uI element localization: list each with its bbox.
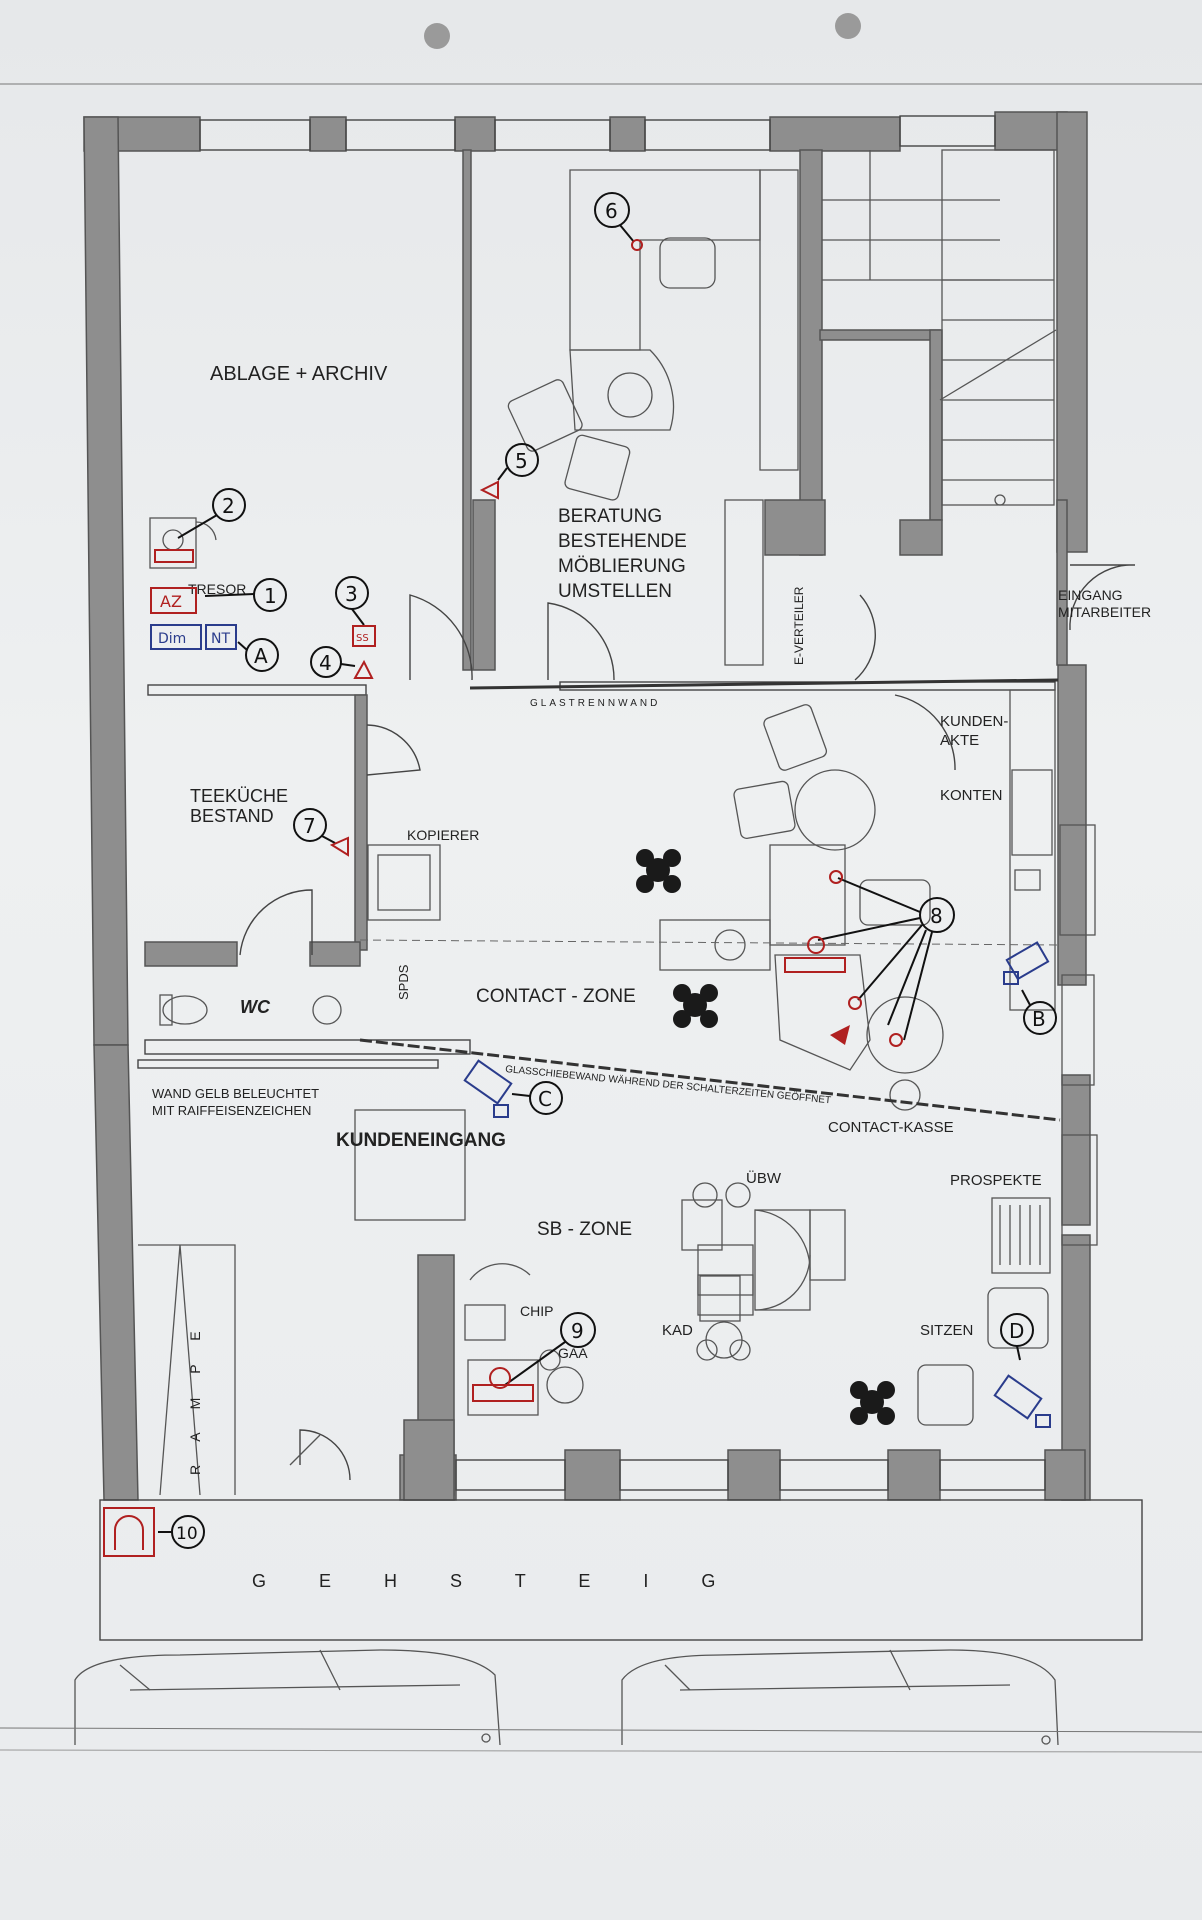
room-label-teekueche-1: TEEKÜCHE (190, 786, 288, 806)
marker-7: 7 (303, 814, 316, 838)
triangle-sensor-5-icon (479, 480, 499, 500)
marker-8: 8 (930, 904, 943, 928)
dim-badge (150, 624, 202, 650)
sensor-8e-icon (889, 1033, 903, 1047)
triangle-sensor-7-icon (329, 836, 349, 857)
label-gaa: GAA (558, 1345, 588, 1361)
marker-5: 5 (515, 449, 528, 473)
sidewalk-outline (99, 1499, 1143, 1641)
label-spds: SPDS (396, 964, 411, 1000)
plant-3 (850, 1381, 895, 1425)
label-sitzen: SITZEN (920, 1322, 973, 1339)
room-label-teekueche-2: BESTAND (190, 806, 274, 826)
sensor-9-icon (489, 1367, 511, 1389)
marker-d: D (1009, 1319, 1024, 1343)
label-chip: CHIP (520, 1303, 553, 1319)
room-labels: ABLAGE + ARCHIV BERATUNG BESTEHENDE MÖBL… (187, 363, 739, 1591)
room-label-contact-zone: CONTACT - ZONE (476, 986, 636, 1007)
label-eingang-1: EINGANG (1058, 587, 1123, 603)
car-right (621, 1649, 1059, 1746)
gaa-red-outline (472, 1384, 534, 1402)
triangle-sensor-4-icon (353, 659, 374, 679)
label-wand-gelb-1: WAND GELB BELEUCHTET (152, 1086, 319, 1101)
label-everteiler: E-VERTEILER (792, 586, 806, 665)
plants (636, 849, 895, 1425)
label-wand-gelb-2: MIT RAIFFEISENZEICHEN (152, 1103, 311, 1118)
sensor-8b-icon (807, 936, 825, 954)
marker-6: 6 (605, 199, 618, 223)
tresor-red-outline (154, 549, 194, 563)
marker-c: C (538, 1087, 552, 1111)
room-label-gehsteig: G E H S T E I G (252, 1571, 739, 1591)
camera-d-icon (993, 1374, 1051, 1428)
ss-text: SS (356, 633, 369, 644)
room-label-beratung-2: BESTEHENDE (558, 531, 687, 552)
label-uebw: ÜBW (746, 1169, 782, 1187)
dim-text: Dim (158, 631, 186, 647)
az-badge (150, 587, 197, 614)
marker-a: A (254, 644, 268, 668)
az-text: AZ (160, 592, 182, 611)
label-tresor: TRESOR (188, 581, 246, 597)
marker-2: 2 (222, 494, 235, 518)
car-left (74, 1649, 501, 1746)
room-label-beratung-1: BERATUNG (558, 506, 662, 527)
label-kundenakte-1: KUNDEN- (940, 713, 1008, 730)
label-konten: KONTEN (940, 787, 1003, 804)
room-label-wc: WC (240, 997, 271, 1017)
plant-1 (636, 849, 681, 893)
plant-2 (673, 984, 718, 1028)
sensor-8c-icon (848, 996, 862, 1010)
doors (239, 564, 1136, 1481)
camera-b-icon (1003, 941, 1050, 985)
marker-10: 10 (176, 1524, 198, 1544)
ss-badge (352, 625, 376, 647)
label-glastrennwand: GLASTRENNWAND (530, 698, 660, 709)
room-label-sb-zone: SB - ZONE (537, 1219, 632, 1240)
room-label-beratung-4: UMSTELLEN (558, 581, 672, 602)
staircase (822, 149, 1057, 506)
nt-badge (205, 624, 237, 650)
label-eingang-2: MITARBEITER (1058, 604, 1151, 620)
sensor-8a-icon (829, 870, 843, 884)
room-label-ablage: ABLAGE + ARCHIV (210, 363, 388, 385)
glass-partitions (359, 678, 1061, 1122)
interior-walls (137, 149, 1068, 1501)
room-label-kundeneingang: KUNDENEINGANG (336, 1130, 506, 1151)
marker-1: 1 (264, 584, 277, 608)
parked-cars (0, 1649, 1202, 1753)
nt-text: NT (211, 631, 230, 647)
label-kad: KAD (662, 1322, 693, 1339)
marker-4: 4 (319, 651, 332, 675)
cash-desk-red-outline (784, 957, 846, 973)
blue-symbols: Dim NT (150, 624, 1051, 1428)
lettered-markers: A B C D (237, 638, 1057, 1361)
label-contact-kasse: CONTACT-KASSE (828, 1119, 954, 1136)
punch-hole-right (835, 13, 861, 39)
marker-3: 3 (345, 582, 358, 606)
marker-9: 9 (571, 1319, 584, 1343)
camera-c-icon (463, 1059, 513, 1118)
room-label-beratung-3: MÖBLIERUNG (558, 556, 686, 577)
alarm-10-icon (103, 1507, 155, 1557)
red-symbols: AZ SS (103, 239, 903, 1557)
sensor-8d-icon (830, 1025, 850, 1045)
numbered-markers: 1 2 3 4 5 6 7 8 9 (158, 192, 955, 1549)
label-kundenakte-2: AKTE (940, 732, 979, 749)
annotation-labels: TRESOR KOPIERER SPDS E-VERTEILER EINGANG… (152, 581, 1151, 1361)
room-label-rampe: R A M P E (187, 1321, 203, 1475)
punch-hole-left (424, 23, 450, 49)
label-kopierer: KOPIERER (407, 827, 479, 843)
label-prospekte: PROSPEKTE (950, 1172, 1042, 1189)
marker-b: B (1032, 1007, 1046, 1031)
sensor-6-dot-icon (631, 239, 643, 251)
